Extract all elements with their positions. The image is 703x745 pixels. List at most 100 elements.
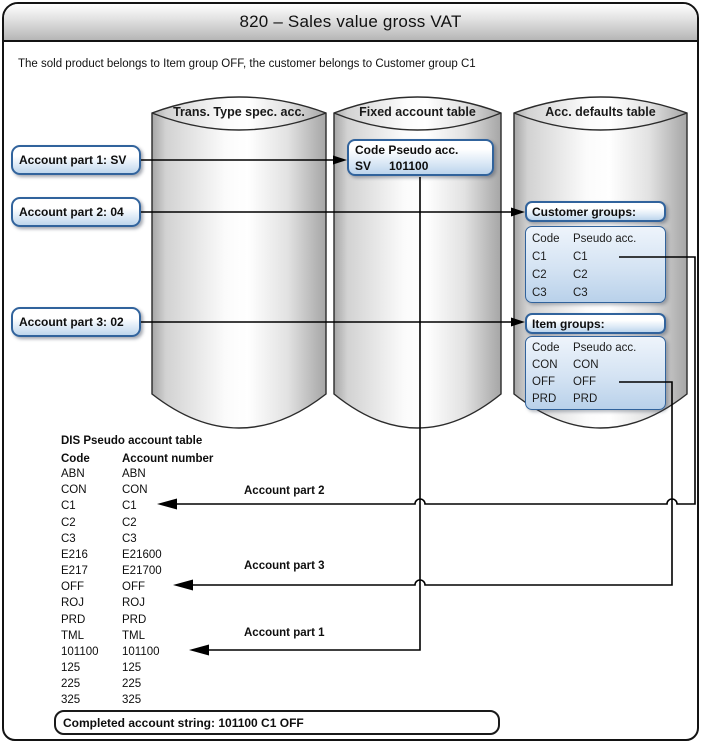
dis-table-row: 125 125 <box>61 660 213 676</box>
dis-pseudo-account-table: DIS Pseudo account table Code Account nu… <box>61 433 213 709</box>
account-part-3-box: Account part 3: 02 <box>11 307 141 337</box>
dis-row-code: ROJ <box>61 597 84 610</box>
fixed-account-code: SV <box>355 159 372 173</box>
dis-row-account-number: 101100 <box>122 645 160 658</box>
customer-groups-title: Customer groups: <box>532 204 637 219</box>
dis-table-row: OFF OFF <box>61 579 213 595</box>
dis-row-account-number: PRD <box>122 613 147 626</box>
dis-row-account-number: CON <box>122 484 148 497</box>
dis-row-code: 225 <box>61 678 81 691</box>
item-group-row: OFF OFF <box>532 374 665 391</box>
fixed-account-box: Code Pseudo acc. SV 101100 <box>347 139 494 176</box>
cylinder-label-acc-defaults: Acc. defaults table <box>545 105 656 119</box>
customer-groups-header: Customer groups: <box>525 201 666 222</box>
dis-table-row: E216 E21600 <box>61 547 213 563</box>
customer-group-code: C2 <box>532 269 547 281</box>
customer-group-pseudo: C2 <box>573 269 588 281</box>
customer-group-row: C1 C1 <box>532 248 665 266</box>
title-bar: 820 – Sales value gross VAT <box>4 4 697 42</box>
cylinder-label-trans-type: Trans. Type spec. acc. <box>173 105 305 119</box>
item-col1: Code <box>532 342 560 354</box>
customer-group-code: C1 <box>532 251 547 263</box>
cylinder-trans-type <box>151 96 327 429</box>
item-groups-column-header: Code Pseudo acc. <box>532 340 665 357</box>
customer-groups-rows: C1 C1 C2 C2 C3 C3 <box>532 248 665 302</box>
item-col2: Pseudo acc. <box>573 342 637 354</box>
dis-col1: Code <box>61 453 90 465</box>
item-groups-title: Item groups: <box>532 316 605 331</box>
customer-group-pseudo: C1 <box>573 251 588 263</box>
dis-row-account-number: 225 <box>122 678 142 691</box>
item-group-pseudo: CON <box>573 359 599 371</box>
dis-row-account-number: TML <box>122 629 145 642</box>
completed-account-string: Completed account string: 101100 C1 OFF <box>63 715 304 730</box>
customer-groups-table: Code Pseudo acc. C1 C1 C2 C2 <box>525 226 666 303</box>
cylinder-fixed-account-lens <box>333 112 502 131</box>
dis-row-code: CON <box>61 484 87 497</box>
cylinder-label-fixed-account: Fixed account table <box>359 105 476 119</box>
dis-row-account-number: E21700 <box>122 565 162 578</box>
dis-row-account-number: ABN <box>122 468 146 480</box>
dis-table-row: ABN ABN <box>61 466 213 482</box>
dis-table-rows: ABN ABN CON CON C1 C1 C2 <box>61 466 213 709</box>
arrow-label-account-part-1: Account part 1 <box>244 627 325 639</box>
dis-table-row: ROJ ROJ <box>61 595 213 611</box>
dis-table-row: 101100 101100 <box>61 644 213 660</box>
dis-table-row: C2 C2 <box>61 515 213 531</box>
dis-row-code: PRD <box>61 613 86 626</box>
dis-row-code: C2 <box>61 516 76 529</box>
item-group-pseudo: PRD <box>573 393 598 405</box>
dis-row-code: OFF <box>61 581 84 594</box>
dis-row-code: 325 <box>61 694 81 707</box>
dis-row-account-number: C3 <box>122 532 137 545</box>
dis-table-row: PRD PRD <box>61 612 213 628</box>
account-part-2-label: Account part 2: 04 <box>19 205 124 219</box>
customer-group-code: C3 <box>532 287 547 299</box>
item-groups-rows: CON CON OFF OFF PRD PRD <box>532 357 665 408</box>
item-group-code: PRD <box>532 393 557 405</box>
fixed-account-pseudo: 101100 <box>389 159 429 173</box>
dis-row-code: TML <box>61 629 84 642</box>
dis-row-account-number: ROJ <box>122 597 145 610</box>
dis-table-row: 325 325 <box>61 692 213 708</box>
customer-group-pseudo: C3 <box>573 287 588 299</box>
account-part-1-box: Account part 1: SV <box>11 145 141 175</box>
customer-group-row: C3 C3 <box>532 284 665 302</box>
dis-row-account-number: OFF <box>122 581 145 594</box>
customer-col2: Pseudo acc. <box>573 233 637 245</box>
item-groups-header: Item groups: <box>525 313 666 334</box>
dis-row-account-number: 125 <box>122 662 142 675</box>
cylinder-acc-defaults-lens <box>513 112 688 131</box>
dis-table-row: C1 C1 <box>61 498 213 514</box>
item-group-row: CON CON <box>532 357 665 374</box>
customer-col1: Code <box>532 233 560 245</box>
account-part-1-label: Account part 1: SV <box>19 153 127 167</box>
dis-row-account-number: C1 <box>122 500 137 513</box>
dis-table-row: CON CON <box>61 482 213 498</box>
dis-row-code: E217 <box>61 565 88 578</box>
dis-row-account-number: 325 <box>122 694 142 707</box>
dis-table-row: 225 225 <box>61 676 213 692</box>
completed-account-string-box: Completed account string: 101100 C1 OFF <box>54 710 500 735</box>
customer-group-row: C2 C2 <box>532 266 665 284</box>
arrow-label-account-part-2: Account part 2 <box>244 485 325 497</box>
dis-row-code: 125 <box>61 662 81 675</box>
dis-table-column-header: Code Account number <box>61 451 213 467</box>
dis-row-account-number: C2 <box>122 516 137 529</box>
dis-col2: Account number <box>122 453 214 465</box>
dis-table-title: DIS Pseudo account table <box>61 435 203 447</box>
fixed-account-box-header: Code Pseudo acc. <box>355 143 459 157</box>
page-title: 820 – Sales value gross VAT <box>239 12 462 31</box>
account-part-2-box: Account part 2: 04 <box>11 197 141 227</box>
dis-table-row: E217 E21700 <box>61 563 213 579</box>
description-text: The sold product belongs to Item group O… <box>18 58 476 70</box>
arrow-label-account-part-3: Account part 3 <box>244 560 325 572</box>
item-groups-table: Code Pseudo acc. CON CON OFF OFF <box>525 336 666 410</box>
dis-row-account-number: E21600 <box>122 548 162 561</box>
account-part-3-label: Account part 3: 02 <box>19 315 124 329</box>
dis-row-code: C3 <box>61 532 76 545</box>
dis-row-code: 101100 <box>61 645 99 658</box>
dis-table-row: TML TML <box>61 628 213 644</box>
